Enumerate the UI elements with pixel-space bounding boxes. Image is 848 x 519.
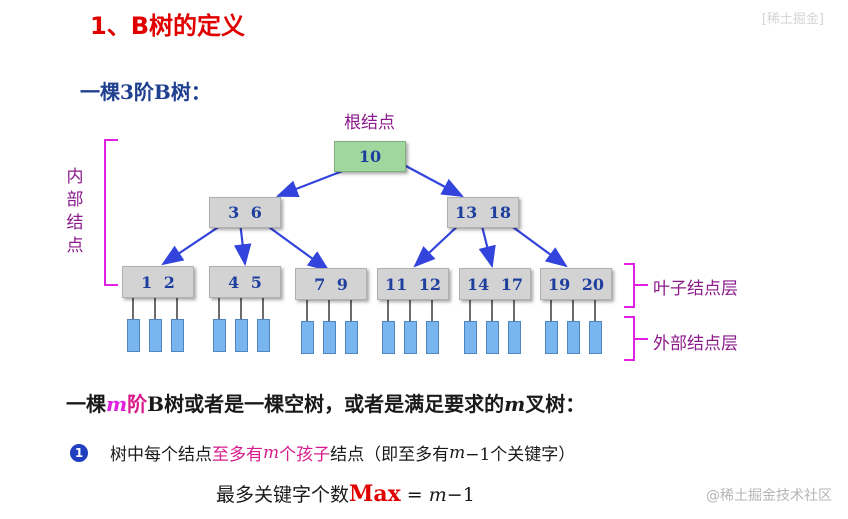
external-node (149, 319, 162, 352)
arrow-1318-to-leaf4 (413, 221, 463, 268)
external-node (382, 321, 395, 354)
leaf-node: 4 5 (209, 266, 281, 298)
external-node (323, 321, 336, 354)
internal-label-char: 点 (66, 236, 84, 256)
internal-label-char: 部 (66, 190, 84, 210)
root-node: 10 (334, 141, 406, 172)
external-node (426, 321, 439, 354)
rule-text: 树中每个结点 (110, 445, 212, 465)
arrow-36-to-leaf1 (161, 221, 227, 266)
watermark: @稀土掘金技术社区 (706, 488, 832, 504)
external-node (235, 319, 248, 352)
m-variable: m (504, 392, 526, 416)
max-keys-formula: 最多关键字个数Max = m−1 (216, 480, 475, 507)
arrow-1318-to-leaf5 (478, 221, 496, 269)
root-label: 根结点 (344, 113, 395, 133)
leaf-bracket (624, 263, 635, 308)
external-node (257, 319, 270, 352)
leaf-node: 14 17 (459, 268, 531, 300)
external-layer-label: 外部结点层 (653, 334, 738, 354)
external-node (486, 321, 499, 354)
external-node (508, 321, 521, 354)
internal-label-char: 内 (66, 167, 84, 187)
external-node (213, 319, 226, 352)
internal-node-left: 3 6 (209, 197, 281, 228)
leaf-node: 19 20 (540, 268, 612, 300)
internal-label-char: 结 (66, 213, 84, 233)
rule-text: 结点（即至多有 (330, 445, 450, 465)
external-node (464, 321, 477, 354)
rule-text: −1个关键字） (465, 445, 576, 465)
external-node (567, 321, 580, 354)
m-variable: m (449, 442, 466, 463)
rule-text-highlight: 至多有 (212, 445, 263, 465)
arrow-36-to-leaf2 (233, 221, 252, 267)
rule-text-highlight: 个孩子 (279, 445, 331, 465)
m-variable: m (263, 442, 280, 463)
external-node (345, 321, 358, 354)
external-node (127, 319, 140, 352)
definition-text: B树或者是一棵空树，或者是满足要求的 (147, 392, 505, 416)
definition-text: 阶 (127, 392, 148, 416)
external-node (171, 319, 184, 352)
definition-text: 一棵 (66, 392, 106, 416)
formula-text: −1 (446, 484, 475, 506)
external-node (545, 321, 558, 354)
m-variable: m (428, 484, 447, 506)
leaf-layer-label: 叶子结点层 (653, 279, 738, 299)
formula-text: = (400, 484, 429, 506)
formula-text: 最多关键字个数 (216, 484, 350, 506)
subtitle: 一棵3阶B树： (80, 80, 211, 104)
arrow-root-to-right (403, 164, 464, 198)
internal-nodes-label: 内 部 结 点 (63, 166, 87, 258)
definition-line: 一棵m阶B树或者是一棵空树，或者是满足要求的m叉树： (66, 388, 585, 417)
leaf-node: 7 9 (295, 268, 367, 300)
m-variable: m (106, 392, 128, 416)
top-right-logo-text: [稀土掘金] (761, 12, 824, 27)
external-node (301, 321, 314, 354)
external-bracket (624, 316, 635, 361)
page-title: 1、B树的定义 (90, 12, 245, 40)
arrow-36-to-leaf3 (261, 221, 330, 272)
definition-text: 叉树： (525, 392, 586, 416)
bullet-number-icon: 1 (70, 443, 88, 462)
internal-node-right: 13 18 (447, 197, 519, 228)
external-node (589, 321, 602, 354)
max-word: Max (349, 481, 401, 507)
leaf-node: 11 12 (377, 268, 449, 300)
external-node (404, 321, 417, 354)
arrow-1318-to-leaf6 (505, 221, 568, 268)
leaf-node: 1 2 (122, 266, 194, 298)
internal-bracket (104, 139, 118, 286)
